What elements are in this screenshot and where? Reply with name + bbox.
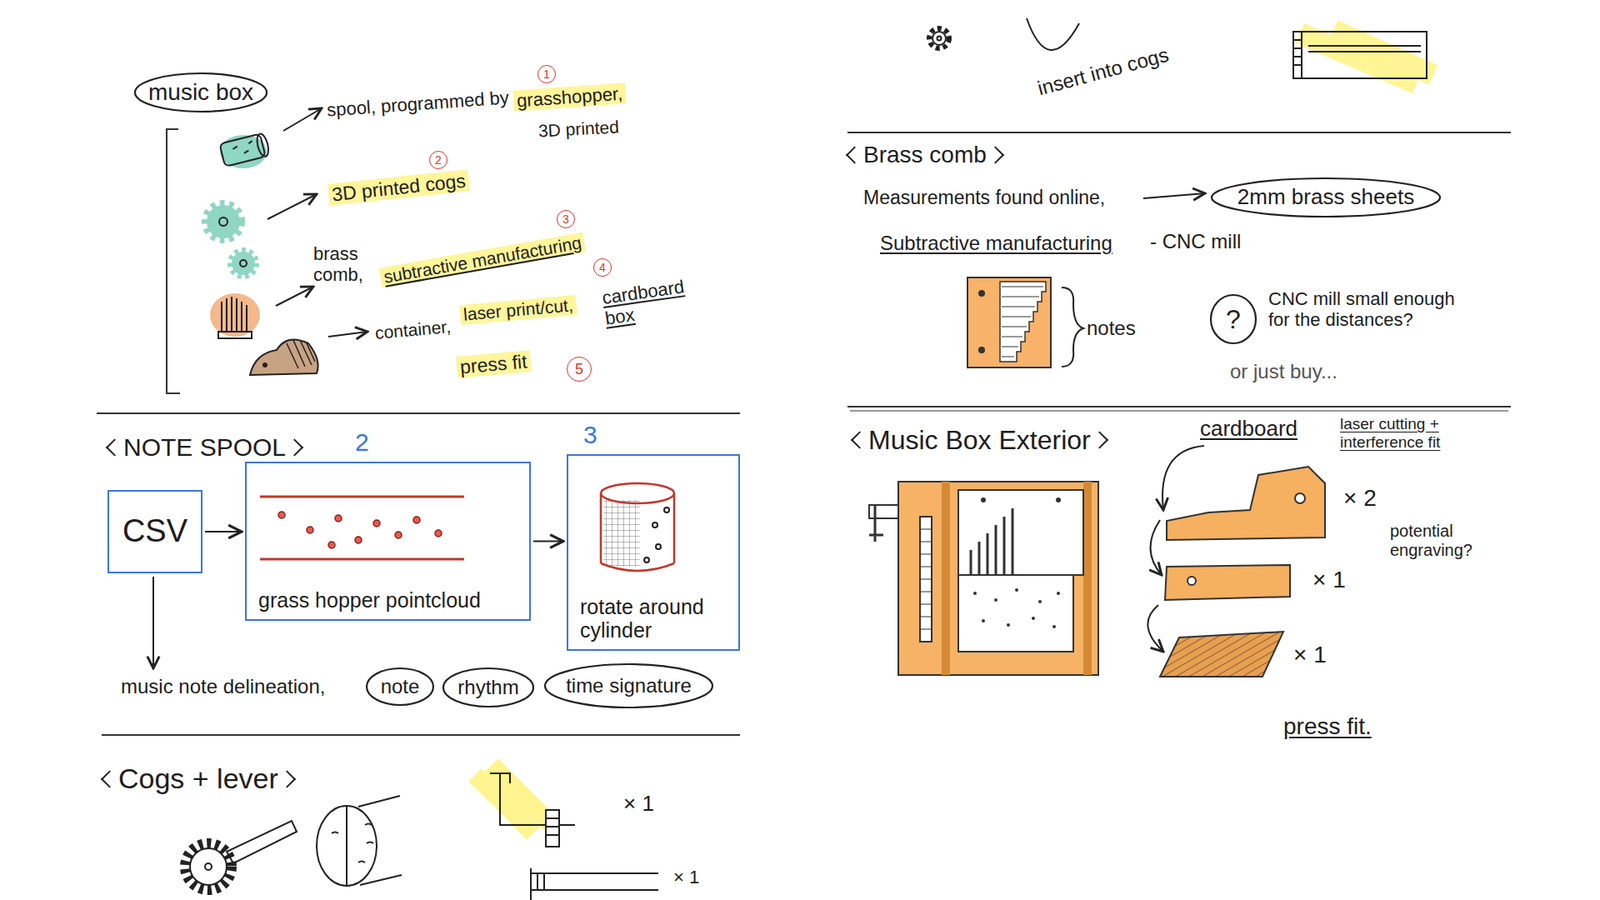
note-text: notes <box>1086 316 1136 340</box>
note-text: laser print/cut, <box>459 295 577 325</box>
ellipse-stroke <box>1210 295 1256 344</box>
ellipse-node: rhythm <box>441 666 535 709</box>
process-box: 3rotate around cylinder <box>566 454 740 651</box>
note-text: brass comb, <box>313 243 364 286</box>
connector-arrow <box>205 530 242 533</box>
quantity: × 2 <box>1343 485 1377 512</box>
quantity: × 1 <box>1293 641 1327 669</box>
note-text: 3D printed cogs <box>327 169 470 206</box>
note-text: Subtractive manufacturing <box>880 231 1113 255</box>
note-text: container, <box>374 316 452 344</box>
process-box: CSV <box>107 490 203 574</box>
quantity: × 1 <box>673 866 700 888</box>
node-text: ? <box>1225 304 1241 335</box>
note-text: cardboard box <box>600 275 689 330</box>
section-heading: Cogs + lever <box>98 762 299 795</box>
callout-number: 3 <box>556 210 575 229</box>
note-text: 3D printed <box>537 116 620 141</box>
node-text: rhythm <box>457 675 519 700</box>
exterior-box-sketch <box>869 481 1099 675</box>
note-text: spool, programmed by <box>325 86 510 121</box>
leader-arrows <box>153 108 1205 669</box>
note-text: cardboard <box>1200 416 1298 442</box>
question-circle: ? <box>1209 293 1258 345</box>
section-heading: Brass comb <box>843 141 1007 169</box>
section-heading: NOTE SPOOL <box>103 433 306 463</box>
node-text: grass hopper pointcloud <box>258 588 521 613</box>
box-number: 3 <box>583 420 598 450</box>
ellipse-node: music box <box>133 71 269 114</box>
callout-number: 1 <box>537 65 556 84</box>
callout-number: 5 <box>566 356 592 382</box>
node-text: rotate around cylinder <box>580 595 730 644</box>
process-box: 2grass hopper pointcloud <box>245 461 531 621</box>
node-text: 2mm brass sheets <box>1237 185 1415 210</box>
comb-icon <box>210 293 260 339</box>
callout-number: 4 <box>593 258 612 277</box>
ellipse-stroke <box>443 668 534 707</box>
quantity: × 1 <box>623 791 655 817</box>
note-text: - CNC mill <box>1150 230 1241 254</box>
note-text: music note delineation, <box>120 675 325 699</box>
ellipse-stroke <box>545 664 713 708</box>
note-text: or just buy... <box>1230 360 1338 384</box>
pointcloud-sketch <box>260 496 465 560</box>
ellipse-stroke <box>1211 178 1440 217</box>
ellipse-node: time signature <box>543 662 715 710</box>
divider-lines <box>96 129 1511 735</box>
note-text: laser cutting + interference fit <box>1340 415 1490 452</box>
note-text: Measurements found online, <box>863 186 1105 209</box>
box-number: 2 <box>355 428 370 458</box>
note-text: potential engraving? <box>1390 521 1486 560</box>
container-icon <box>250 340 319 376</box>
callout-number: 2 <box>429 150 448 170</box>
ellipse-stroke <box>135 73 267 112</box>
cylinder-sketch <box>600 483 675 571</box>
cog-icons <box>206 205 255 275</box>
ellipse-node: 2mm brass sheets <box>1210 176 1442 219</box>
quantity: × 1 <box>1312 566 1346 594</box>
top-right-sketches <box>929 18 1434 84</box>
node-text: CSV <box>122 513 188 550</box>
note-text: subtractive manufacturing <box>379 232 587 289</box>
spool-icon <box>219 132 270 169</box>
connector-arrow <box>533 540 564 542</box>
note-text: CNC mill small enough for the distances? <box>1268 288 1477 331</box>
note-text: insert into cogs <box>1035 43 1171 100</box>
section-heading: Music Box Exterior <box>848 425 1111 456</box>
ellipse-node: note <box>365 666 435 707</box>
brass-comb-sketch <box>967 277 1084 368</box>
note-text: grasshopper, <box>512 82 627 112</box>
node-text: music box <box>148 79 254 106</box>
node-text: time signature <box>565 674 692 698</box>
ellipse-stroke <box>366 668 434 705</box>
note-text: press fit <box>455 350 531 379</box>
note-text: press fit. <box>1283 713 1372 740</box>
node-text: note <box>380 675 420 699</box>
